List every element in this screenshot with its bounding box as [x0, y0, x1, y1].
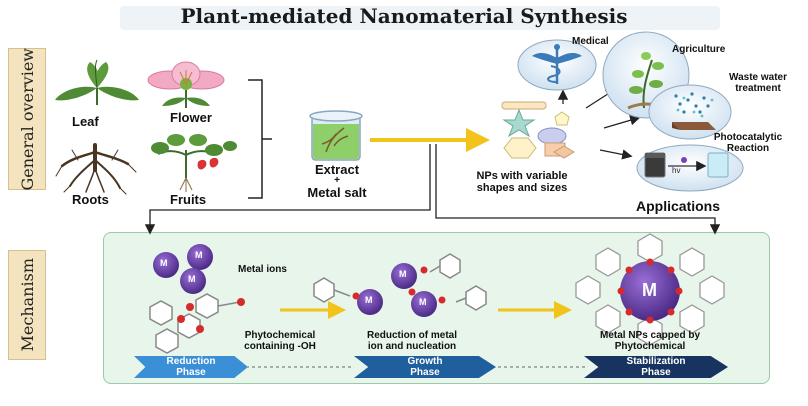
leaf-icon	[55, 59, 139, 105]
phytochemical-molecule	[149, 293, 241, 354]
extract-label: Extract + Metal salt	[300, 162, 374, 200]
waste-line1: Waste water	[729, 72, 787, 83]
metal-symbol: M	[160, 258, 168, 268]
photocatalytic-icon	[636, 144, 744, 192]
metal-symbol: M	[419, 297, 427, 307]
metal-symbol: M	[399, 269, 407, 279]
capped-line2: Phytochemical	[614, 341, 686, 352]
extract-line2: +	[334, 175, 340, 186]
reduction-label: Reduction of metal ion and nucleation	[352, 330, 472, 352]
mechanism-branch-arrows	[144, 144, 721, 235]
metal-symbol: M	[365, 295, 373, 305]
metal-symbol-large: M	[642, 280, 657, 300]
applications-title: Applications	[636, 198, 721, 214]
capped-nanoparticle	[575, 233, 725, 346]
phase-label: Phase	[641, 367, 671, 378]
capped-label: Metal NPs capped by Phytochemical	[588, 330, 712, 352]
photo-line1: Photocatalytic	[713, 132, 783, 143]
roots-icon	[55, 143, 137, 195]
beaker-icon	[309, 110, 363, 161]
phase-label: Growth	[407, 356, 443, 367]
title-band	[120, 6, 720, 30]
waste-water-label: Waste water treatment	[716, 72, 800, 94]
nps-line1: NPs with variable	[476, 170, 568, 182]
reduction-line1: Reduction of metal	[366, 330, 457, 341]
phase-label: Stabilization	[626, 356, 686, 367]
source-bracket	[248, 79, 272, 199]
photo-line2: Reaction	[726, 143, 770, 154]
mechanism-tab: Mechanism	[8, 250, 46, 360]
photocatalytic-label: Photocatalytic Reaction	[700, 132, 796, 154]
metal-symbol: M	[195, 250, 203, 260]
flower-icon	[147, 61, 225, 108]
capped-line1: Metal NPs capped by	[599, 330, 701, 341]
phyto-line2: containing -OH	[244, 341, 316, 352]
phase-label: Phase	[176, 367, 206, 378]
fruits-icon	[151, 134, 237, 192]
waste-water-icon	[648, 84, 732, 140]
metal-symbol: M	[188, 274, 196, 284]
reduction-line2: ion and nucleation	[367, 341, 457, 352]
phase-label: Reduction	[166, 356, 216, 367]
hydroxyl-group	[177, 298, 245, 333]
hv-label: hv	[672, 166, 681, 175]
extract-line1: Extract	[314, 162, 360, 177]
extract-line3: Metal salt	[307, 185, 367, 200]
medical-icon	[517, 39, 597, 91]
general-overview-tab: General overview	[8, 48, 46, 190]
waste-line2: treatment	[735, 83, 781, 94]
roots-label: Roots	[72, 192, 109, 207]
page-title: Plant-mediated Nanomaterial Synthesis	[180, 4, 628, 28]
nps-line2: shapes and sizes	[476, 182, 568, 194]
leaf-label: Leaf	[72, 114, 99, 129]
np-shapes-icon	[501, 101, 575, 159]
phyto-line1: Phytochemical	[244, 330, 316, 341]
agriculture-label: Agriculture	[672, 44, 726, 55]
medical-label: Medical	[572, 36, 609, 47]
phytochemical-label: Phytochemical containing -OH	[230, 330, 330, 352]
metal-ions-label: Metal ions	[238, 264, 287, 275]
flower-label: Flower	[170, 110, 212, 125]
phase-label: Phase	[410, 367, 440, 378]
fruits-label: Fruits	[170, 192, 207, 207]
metal-ion	[153, 244, 213, 294]
nps-label: NPs with variable shapes and sizes	[462, 170, 582, 194]
nucleation-cluster	[313, 253, 487, 317]
